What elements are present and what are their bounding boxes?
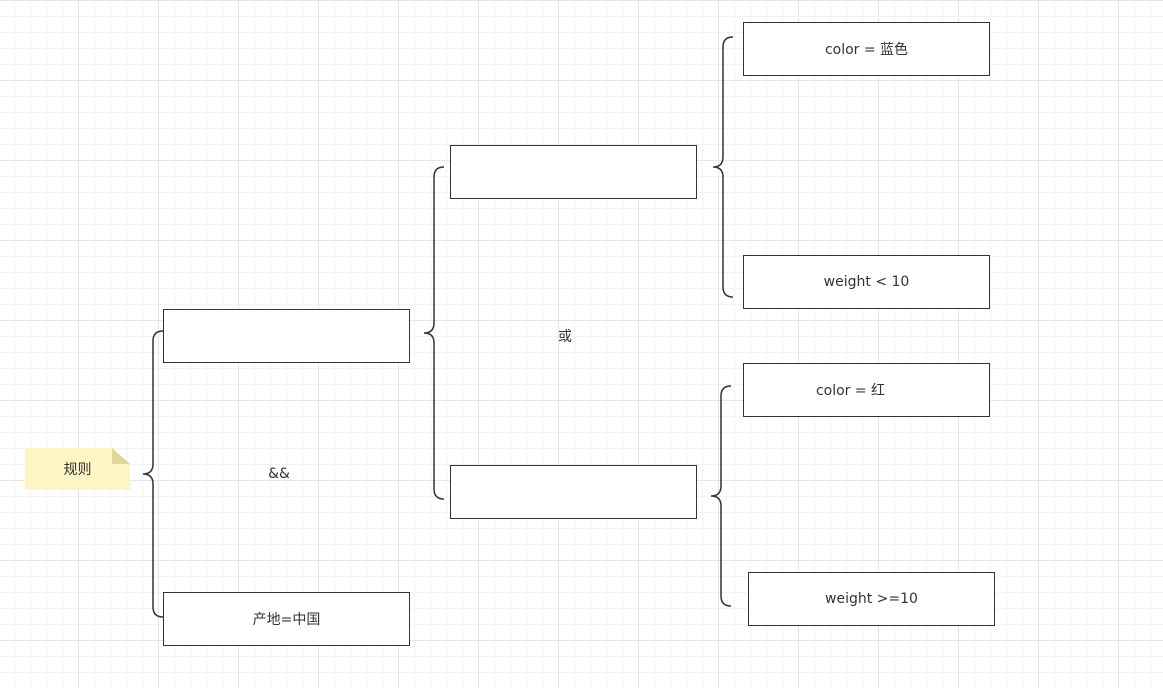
level2-bottom-box[interactable] — [450, 465, 697, 519]
brace-level2-bottom — [710, 385, 732, 607]
leaf-box-color-blue[interactable]: color = 蓝色 — [743, 22, 990, 76]
brace-level2-top — [712, 36, 734, 298]
operator-or-label: 或 — [558, 329, 572, 345]
rule-note[interactable]: 规则 — [25, 448, 130, 490]
level1-top-box[interactable] — [163, 309, 410, 363]
level1-bottom-box[interactable]: 产地=中国 — [163, 592, 410, 646]
operator-and-label: && — [268, 466, 290, 482]
leaf-box-weight-gte-10[interactable]: weight >=10 — [748, 572, 995, 626]
brace-level1 — [423, 166, 445, 500]
leaf-box-weight-lt-10[interactable]: weight < 10 — [743, 255, 990, 309]
level2-top-box[interactable] — [450, 145, 697, 199]
brace-root — [142, 330, 164, 618]
rule-note-label: 规则 — [63, 462, 92, 478]
leaf-box-color-red[interactable]: color = 红 — [743, 363, 990, 417]
